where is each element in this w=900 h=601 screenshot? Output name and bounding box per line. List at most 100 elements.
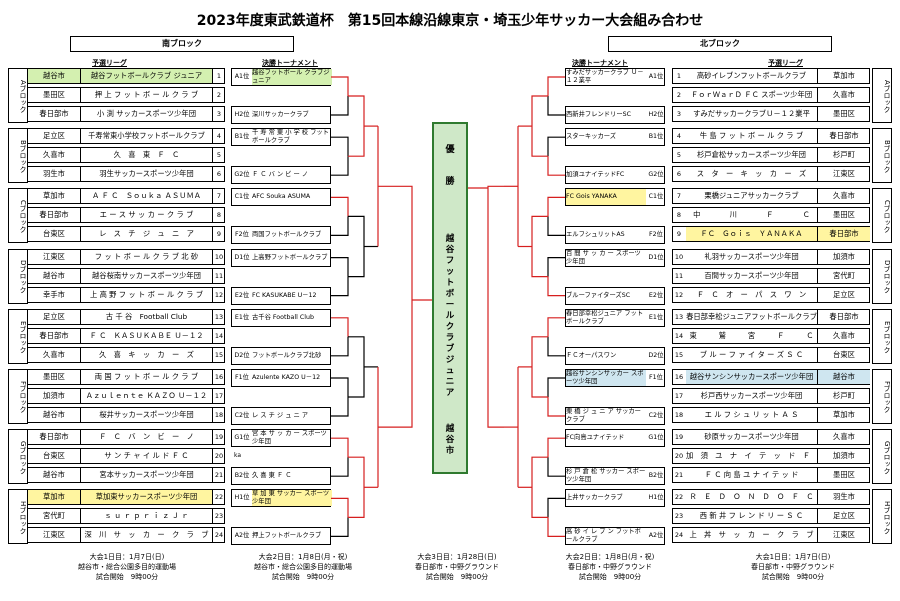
divider: [212, 129, 213, 144]
bracket-line: [331, 517, 349, 538]
team-city: 杉戸町: [833, 150, 855, 160]
team-number: 12: [214, 290, 224, 299]
team-name: レ ス チ ジ ュ ニ ア: [99, 229, 194, 239]
team-city: 春日部市: [818, 227, 870, 242]
team-name: ブ ル ー フ ァ イ タ ー ズ Ｓ Ｃ: [699, 349, 804, 359]
team-city: 春日部市: [39, 210, 69, 220]
page-title: 2023年度東武鉄道杯 第15回本線沿線東京・埼玉少年サッカー大会組み合わせ: [196, 13, 704, 29]
divider: [817, 208, 818, 223]
footer-line: 大会1日目：1月7日(日): [755, 553, 831, 561]
seed-team: FC Gois YANAKA: [566, 189, 646, 206]
team-name: サ ン チ ャ イ ル ド Ｆ Ｃ: [104, 451, 189, 461]
team-number: 20: [214, 452, 224, 461]
divider: [212, 208, 213, 223]
divider: [817, 430, 818, 445]
seed-team: 宮 本 サ ッ カ ー スポーツ少年団: [252, 430, 327, 446]
footer-line: 春日部市・中野グラウンド: [415, 563, 499, 571]
team-number: 1: [676, 72, 682, 80]
team-number: 9: [676, 230, 682, 239]
team-city: 久喜市: [43, 349, 65, 359]
team-city: 草加市: [833, 410, 855, 419]
seed-team: スターキッカーズ: [566, 133, 617, 141]
knockout-seed: H2位深川サッカークラブ: [231, 106, 331, 124]
seed-team: Azulente KAZO U－12: [252, 374, 321, 381]
team-name: Ｒ Ｅ Ｄ Ｏ Ｎ Ｄ Ｏ Ｆ Ｃ: [689, 492, 814, 502]
team-number: 22: [674, 493, 684, 502]
divider: [212, 370, 213, 384]
footer-line: 春日部市・中野グラウンド: [751, 563, 835, 571]
knockout-seed: H2位西新井フレンドリーSC: [565, 106, 665, 124]
winner-team: 越谷フットボールクラブ ジュニア: [445, 234, 463, 398]
bracket-line: [547, 96, 565, 116]
seed-team: 上井サッカークラブ: [566, 494, 623, 502]
divider: [80, 309, 81, 324]
north-prelim-label: 予選リーグ: [768, 59, 803, 67]
seed-position: F2位: [235, 231, 249, 239]
team-name: 杉戸倉松サッカースポーツ少年団: [697, 150, 806, 160]
team-number: 10: [674, 252, 684, 261]
bracket-line: [531, 95, 548, 157]
team-city: 台東区: [43, 229, 65, 239]
seed-position: H1位: [648, 494, 664, 502]
seed-team: Ｆ Ｃ バ ン ビ ー ノ: [252, 171, 309, 179]
divider: [212, 408, 213, 422]
team-name: ＦｏｒＷａｒＤ ＦＣ スポーツ少年団: [690, 90, 813, 99]
knockout-seed: C2位栗 橋 ジ ュ ニ ア サッカークラブ: [565, 407, 665, 425]
footer-schedule: 大会3日目：1月28日(日)春日部市・中野グラウンド試合開始 9時00分: [392, 552, 522, 582]
bracket-line: [547, 377, 565, 397]
seed-position: C1位: [234, 193, 250, 201]
team-city: 草加市: [28, 490, 80, 505]
footer-line: 大会1日目：1月7日(日): [89, 553, 165, 561]
winner-box: 優 勝 越谷フットボールクラブ ジュニア 越谷市: [432, 122, 468, 474]
team-number: 6: [216, 170, 222, 179]
seed-position: E1位: [648, 313, 664, 321]
seed-position: F1位: [235, 374, 249, 381]
seed-position: G1位: [648, 434, 664, 442]
seed-team: AFC Souka ASUMA: [252, 193, 311, 201]
team-city: 羽生市: [43, 169, 65, 179]
seed-team: 加須ユナイテッドFC: [566, 171, 625, 179]
group-label: Dブロック: [872, 248, 892, 304]
team-name: 古 千 谷 Football Club: [105, 311, 188, 321]
team-name: Ｆ Ｃ バ ン ビ ー ノ: [99, 432, 194, 442]
knockout-seed: F2位エルフシュリットAS: [565, 226, 665, 245]
footer-line: 試合開始 9時00分: [425, 573, 489, 581]
seed-position: G2位: [648, 171, 664, 179]
divider: [212, 107, 213, 121]
divider: [80, 449, 81, 464]
seed-team: すみだサッカークラブ Ｕ－１２業平: [566, 69, 644, 84]
bracket-line: [396, 185, 413, 428]
seed-position: B1位: [648, 133, 664, 141]
team-number: 5: [216, 151, 222, 160]
knockout-seed: H1位草 加 東 サッカー スポーツ少年団: [231, 489, 332, 508]
seed-position: H2位: [648, 111, 664, 118]
team-number: 1: [216, 72, 222, 80]
team-name: Ａ Ｆ Ｃ Ｓｏｕｋａ ＡＳＵＭＡ: [91, 191, 202, 201]
team-number: 21: [674, 471, 684, 480]
bracket-line: [331, 497, 349, 518]
team-city: 墨田区: [43, 90, 65, 99]
team-name: ス タ ー キ ッ カ ー ズ: [696, 169, 807, 179]
seed-position: C2位: [234, 412, 250, 419]
team-city: 久喜市: [833, 90, 855, 99]
divider: [212, 88, 213, 102]
seed-position: C1位: [648, 193, 664, 201]
seed-team: 押上フットボールクラブ: [252, 532, 322, 540]
